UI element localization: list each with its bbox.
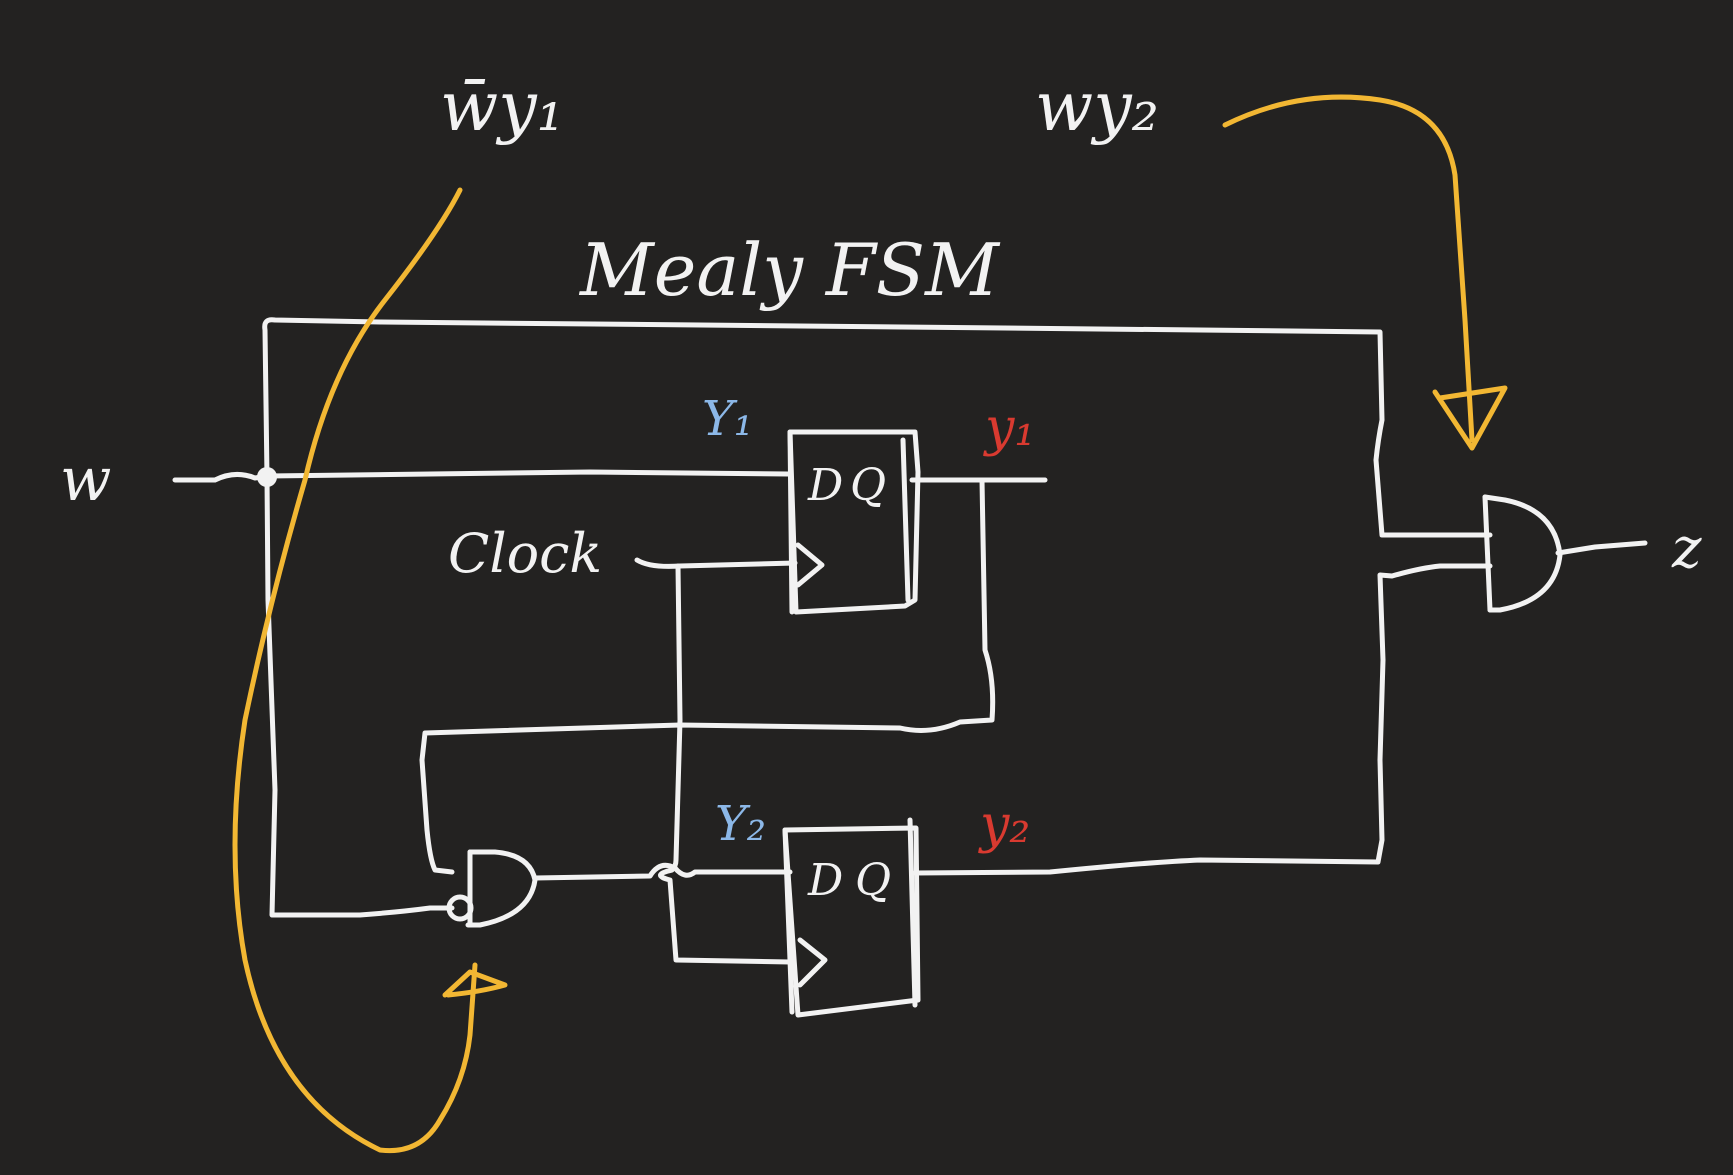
z-output-wire (1555, 540, 1648, 556)
w-top-bus-wire (262, 317, 1493, 538)
ff1-q-label: Q (850, 460, 886, 511)
flipflop-2: D Q (782, 817, 921, 1018)
Y1-label: Y₁ (702, 391, 753, 447)
ff2-clock-triangle (797, 937, 828, 988)
ff2-d-label: D (807, 855, 843, 906)
ff1-d-label: D (807, 460, 843, 511)
y2-output-wire (912, 563, 1493, 876)
diagram-title: Mealy FSM (578, 228, 1001, 312)
annotation-w-bar-y1: w̄y₁ (440, 68, 564, 147)
ff1-clock-triangle (795, 542, 825, 588)
y1-feedback-wire (419, 477, 996, 875)
and1-output-wire (532, 862, 793, 881)
output-z-label: z (1671, 516, 1702, 581)
y1-label: y₁ (983, 398, 1035, 458)
right-arrow-head (1432, 385, 1508, 451)
flipflop-1: D Q (787, 429, 921, 615)
input-w-label: w (60, 445, 111, 515)
clock-label: Clock (448, 522, 602, 585)
clock-wire (634, 557, 798, 569)
right-annotation-arrow (1222, 94, 1475, 443)
w-down-wire (264, 474, 455, 918)
and-gate-output (1482, 494, 1563, 613)
y2-label: y₂ (978, 795, 1030, 855)
annotation-w-y2: wy₂ (1035, 68, 1159, 147)
clock-down-wire (658, 563, 793, 965)
inverter-bubble (446, 894, 474, 922)
ff2-q-label: Q (855, 855, 891, 906)
left-annotation-arrow (232, 187, 478, 1154)
Y2-label: Y₂ (715, 796, 766, 852)
and-gate-1 (446, 849, 538, 928)
left-arrow-head (442, 969, 508, 998)
